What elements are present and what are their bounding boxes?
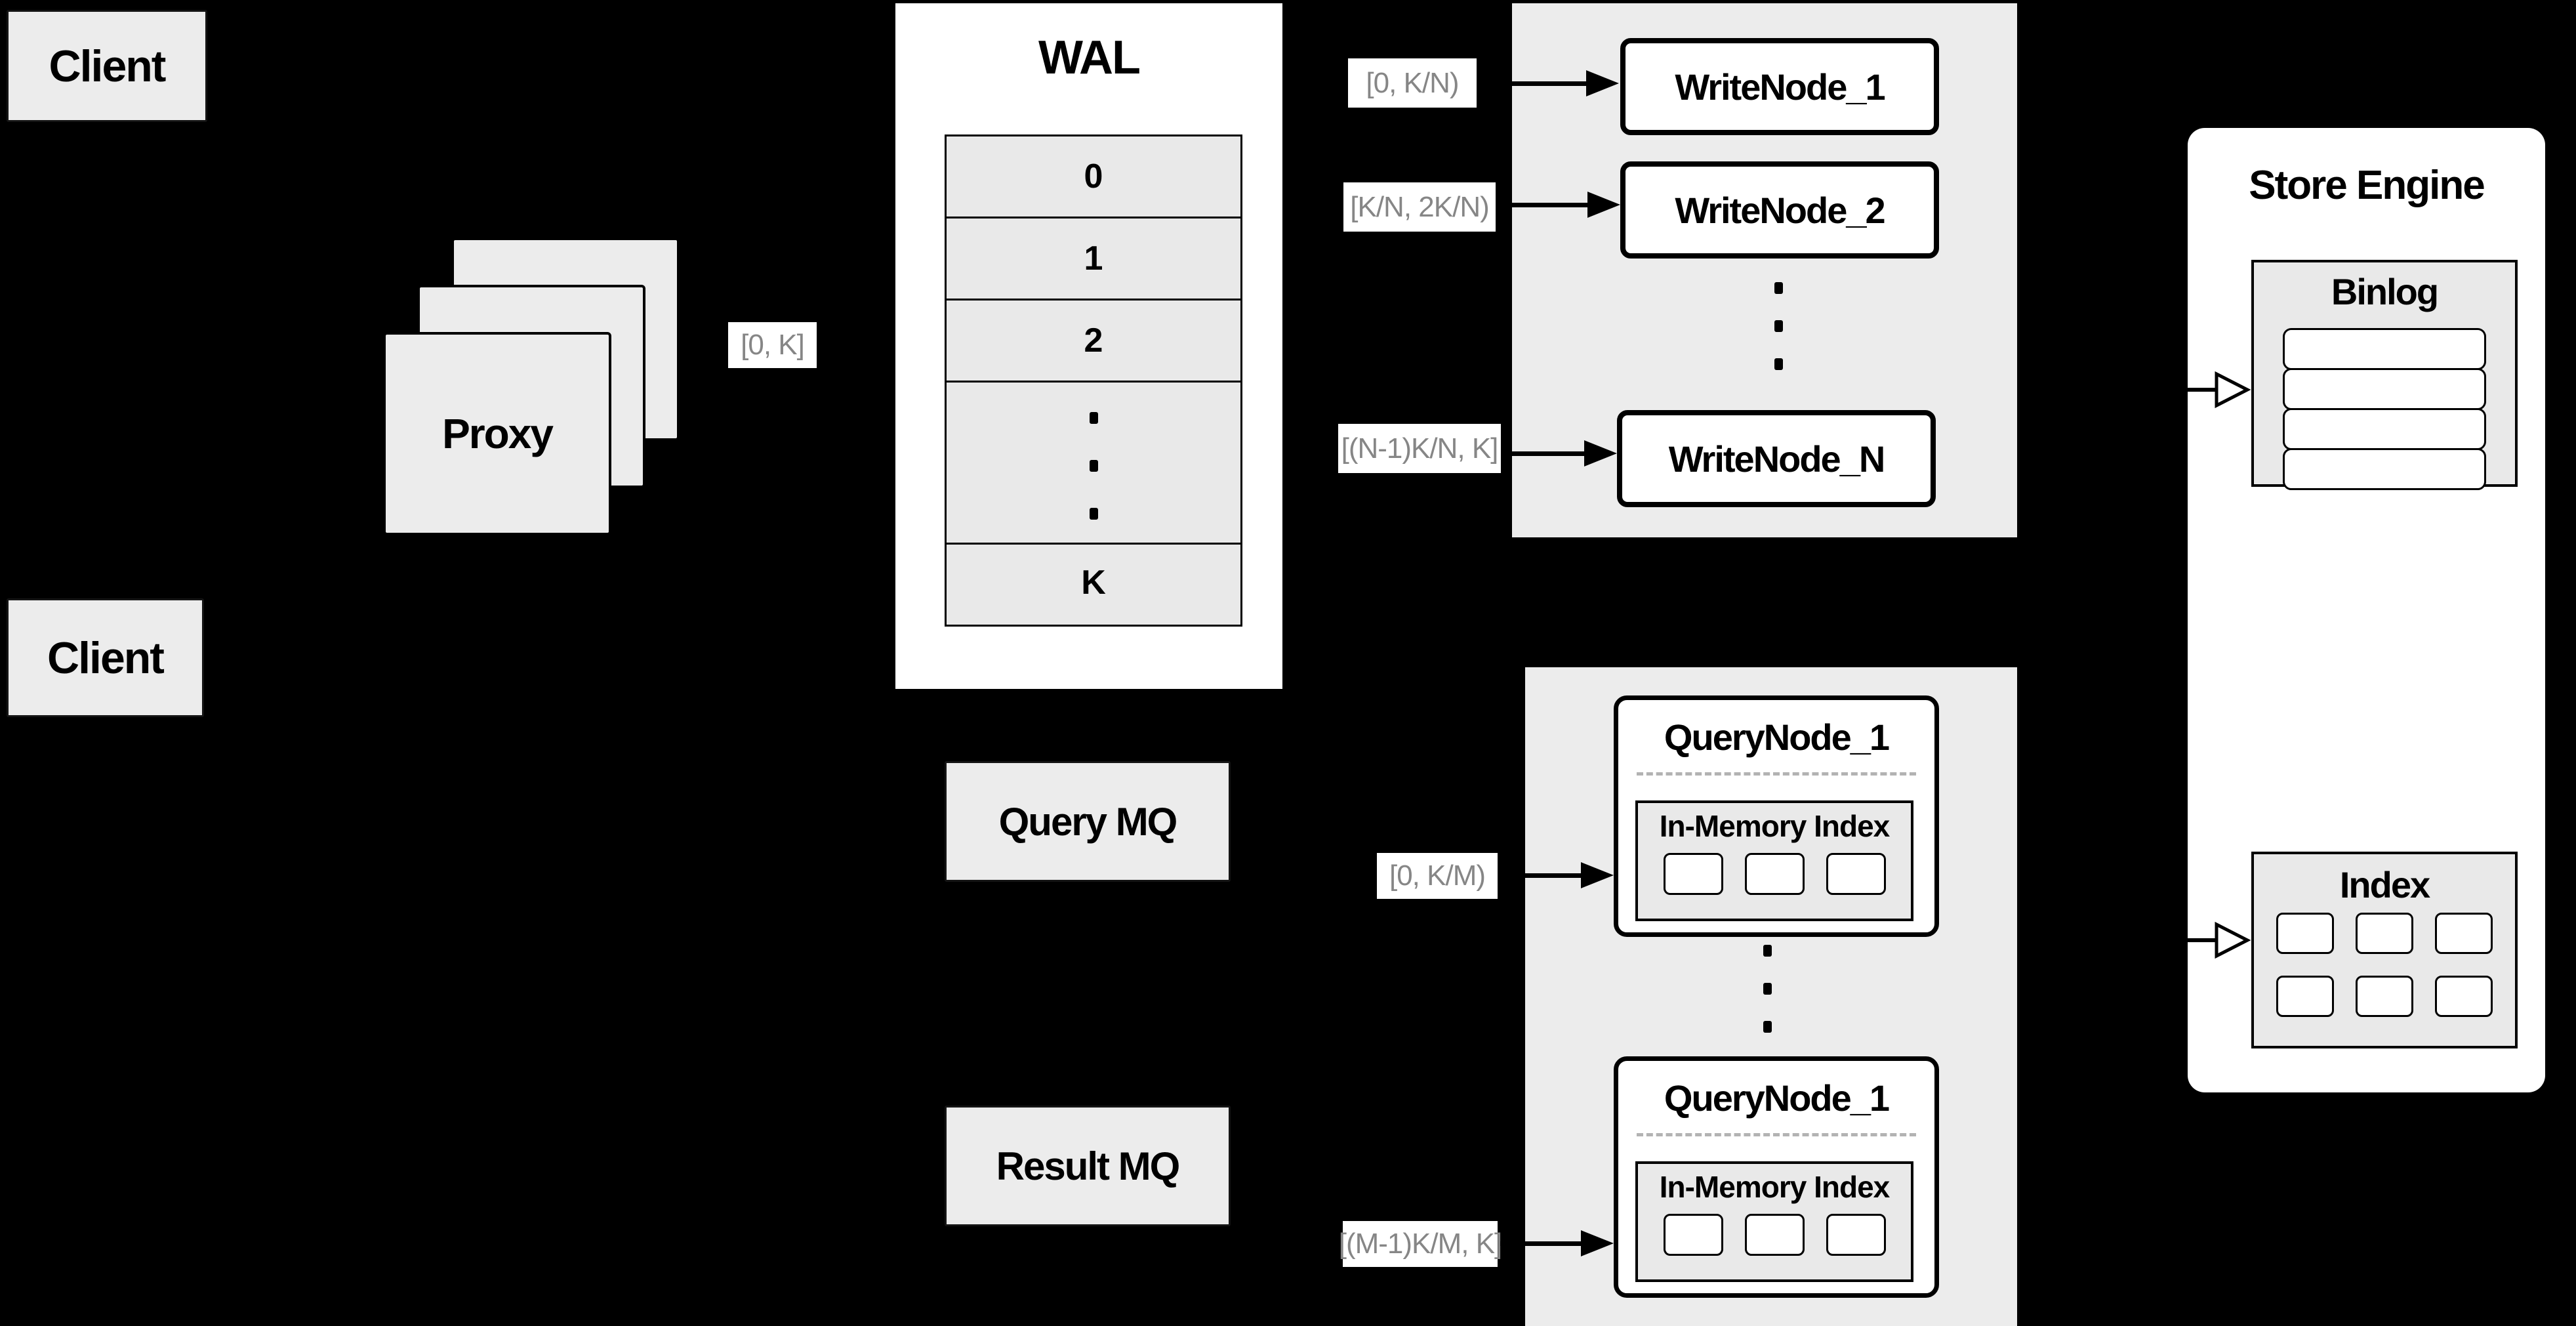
arrow-to-writenode-1	[1477, 70, 1619, 96]
ellipsis-dot	[1763, 1021, 1772, 1033]
in-memory-index-m: In-Memory Index	[1635, 1161, 1913, 1282]
write-node-2-label: WriteNode_2	[1675, 189, 1885, 231]
index-cell	[2356, 976, 2413, 1017]
range-chip-query-1: [0, K/M)	[1377, 853, 1498, 899]
range-chip-write-2: [K/N, 2K/N)	[1343, 182, 1496, 232]
in-memory-index-m-cells	[1638, 1214, 1911, 1256]
ellipsis-dot	[1090, 508, 1098, 520]
write-node-2: WriteNode_2	[1620, 161, 1939, 259]
query-mq-node: Query MQ	[945, 761, 1231, 882]
range-chip-query-m-text: [(M-1)K/M, K]	[1338, 1228, 1503, 1260]
query-mq-label: Query MQ	[998, 799, 1178, 844]
ellipsis-dot	[1090, 460, 1098, 472]
write-node-n: WriteNode_N	[1617, 410, 1936, 507]
result-mq-label: Result MQ	[996, 1144, 1181, 1188]
binlog-title: Binlog	[2331, 271, 2439, 312]
wal-slot-0: 0	[947, 136, 1240, 218]
arrow-to-querynode-m	[1500, 1230, 1614, 1256]
wal-slot-k: K	[947, 545, 1240, 621]
client-bottom-node: Client	[7, 598, 204, 717]
range-chip-write-1-text: [0, K/N)	[1366, 66, 1459, 99]
index-cell	[2276, 913, 2334, 954]
ellipsis-dot	[1774, 320, 1783, 332]
memory-cell	[1663, 853, 1723, 895]
range-chip-write-n-text: [(N-1)K/N, K]	[1341, 432, 1499, 465]
in-memory-index-m-title: In-Memory Index	[1659, 1170, 1891, 1204]
query-node-1-title: QueryNode_1	[1664, 716, 1890, 758]
index-cells	[2276, 913, 2493, 1017]
ellipsis-dot	[1774, 358, 1783, 370]
index-cell	[2435, 913, 2493, 954]
index-cell	[2276, 976, 2334, 1017]
proxy-label: Proxy	[442, 410, 554, 457]
wal-slot-0-label: 0	[1084, 157, 1103, 196]
in-memory-index-1-cells	[1638, 853, 1911, 895]
wal-table: 0 1 2 K	[945, 135, 1242, 627]
range-chip-write-1: [0, K/N)	[1348, 58, 1477, 108]
memory-cell	[1744, 853, 1805, 895]
result-mq-node: Result MQ	[945, 1106, 1231, 1226]
index-title: Index	[2339, 864, 2430, 905]
ellipsis-dot	[1763, 983, 1772, 995]
in-memory-index-1: In-Memory Index	[1635, 800, 1913, 921]
range-chip-proxy-to-wal: [0, K]	[728, 322, 817, 368]
proxy-node: Proxy	[383, 332, 611, 535]
wal-slot-2: 2	[947, 300, 1240, 383]
range-chip-write-2-text: [K/N, 2K/N)	[1350, 190, 1489, 223]
wal-slot-1-label: 1	[1084, 239, 1103, 278]
binlog-row	[2283, 368, 2486, 410]
client-bottom-label: Client	[47, 632, 165, 683]
wal-slot-1: 1	[947, 218, 1240, 300]
query-node-m-divider	[1637, 1133, 1916, 1136]
write-node-1: WriteNode_1	[1620, 38, 1939, 135]
query-node-1-divider	[1637, 772, 1916, 776]
store-engine-title: Store Engine	[2249, 163, 2485, 208]
binlog-row	[2283, 328, 2486, 370]
query-node-m-title: QueryNode_1	[1664, 1077, 1890, 1119]
client-top-label: Client	[49, 41, 167, 91]
binlog-rows	[2283, 328, 2486, 490]
memory-cell	[1744, 1214, 1805, 1256]
index-cell	[2435, 976, 2493, 1017]
range-chip-write-n: [(N-1)K/N, K]	[1338, 424, 1501, 473]
client-top-node: Client	[7, 10, 207, 122]
range-chip-query-1-text: [0, K/M)	[1389, 860, 1486, 892]
memory-cell	[1826, 853, 1886, 895]
wal-title: WAL	[1038, 31, 1141, 84]
arrow-to-writenode-2	[1499, 192, 1620, 218]
wal-container: WAL 0 1 2 K	[895, 3, 1282, 689]
memory-cell	[1663, 1214, 1723, 1256]
ellipsis-dot	[1090, 412, 1098, 424]
binlog-row	[2283, 448, 2486, 490]
ellipsis-dot	[1763, 945, 1772, 957]
binlog-row	[2283, 408, 2486, 450]
wal-slot-2-label: 2	[1084, 321, 1103, 360]
arrow-to-querynode-1	[1500, 862, 1614, 888]
hollow-arrow-to-binlog	[2186, 371, 2251, 409]
hollow-arrow-to-index	[2186, 921, 2251, 959]
write-node-n-label: WriteNode_N	[1668, 438, 1886, 480]
ellipsis-dot	[1774, 282, 1783, 294]
range-chip-proxy-to-wal-text: [0, K]	[741, 329, 805, 361]
wal-slot-k-label: K	[1081, 564, 1106, 602]
in-memory-index-1-title: In-Memory Index	[1659, 809, 1891, 843]
wal-slot-ellipsis	[947, 383, 1240, 545]
arrow-to-writenode-n	[1503, 440, 1617, 466]
index-cell	[2356, 913, 2413, 954]
memory-cell	[1826, 1214, 1886, 1256]
range-chip-query-m: [(M-1)K/M, K]	[1339, 1221, 1502, 1267]
write-node-1-label: WriteNode_1	[1675, 66, 1885, 108]
